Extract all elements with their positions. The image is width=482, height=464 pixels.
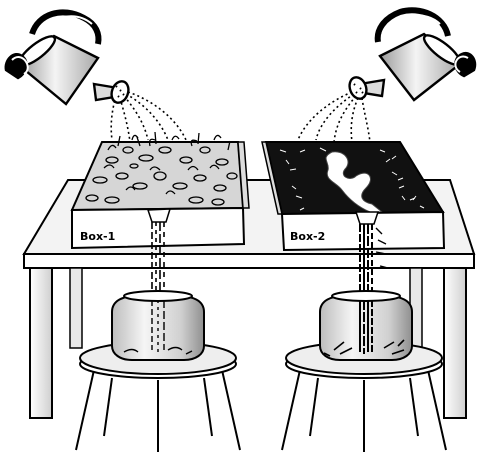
jar-left bbox=[111, 290, 205, 361]
watering-can-left-icon bbox=[4, 9, 130, 106]
table-leg-front-right bbox=[443, 267, 467, 419]
box-1-side-wall bbox=[237, 141, 250, 209]
rain-left bbox=[110, 91, 187, 143]
box-1-spout bbox=[146, 208, 172, 223]
box-2-side-wall bbox=[261, 141, 283, 215]
jar-right-splash bbox=[323, 339, 405, 357]
box-2-spout bbox=[354, 211, 380, 225]
jar-right-stream-inside bbox=[359, 300, 373, 354]
box-1-vegetation bbox=[85, 131, 238, 206]
watering-can-right-icon bbox=[348, 7, 477, 102]
watering-can-right-rose bbox=[348, 76, 368, 100]
box-1-label: Box-1 bbox=[80, 230, 115, 243]
box-1: Box-1 bbox=[70, 131, 250, 250]
box-2-soil-texture bbox=[279, 147, 425, 211]
rain-right bbox=[297, 91, 371, 143]
jar-left-splash bbox=[113, 346, 193, 357]
table-apron bbox=[23, 253, 475, 269]
table-leg-back-left bbox=[69, 267, 83, 349]
box-1-front-wall bbox=[71, 206, 246, 250]
box-2: Box-2 bbox=[261, 141, 446, 252]
jar-right bbox=[319, 290, 413, 361]
box-2-runoff-channel bbox=[325, 151, 384, 213]
jar-left-stream-inside bbox=[151, 300, 165, 352]
box-2-label: Box-2 bbox=[290, 230, 325, 243]
table-leg-front-left bbox=[29, 267, 53, 419]
